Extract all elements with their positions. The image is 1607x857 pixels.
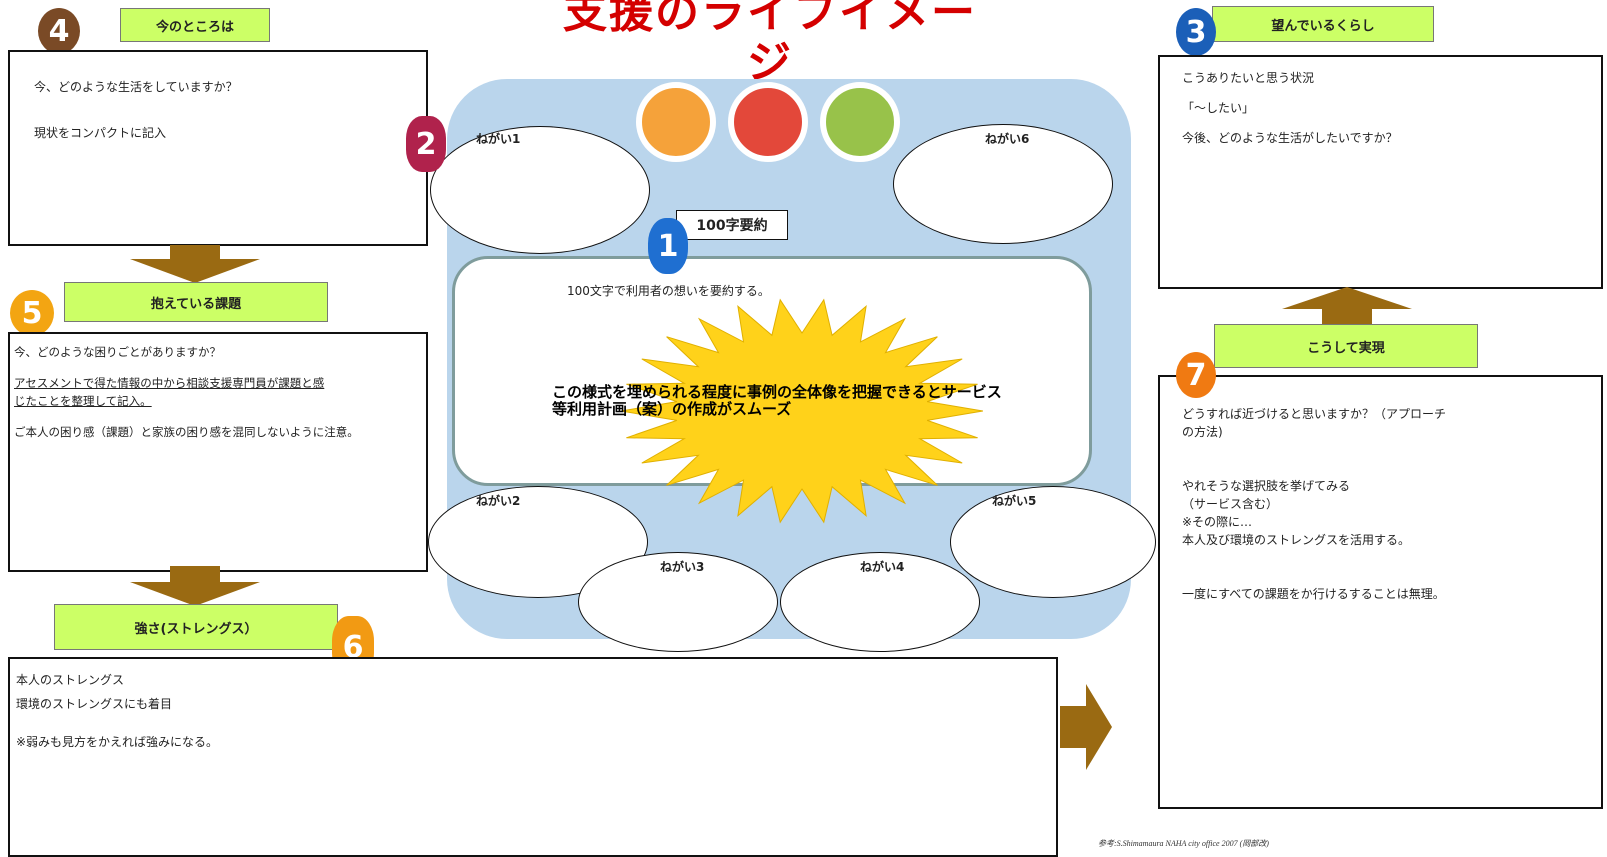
summary-text: 100文字で利用者の想いを要約する。 [567,284,770,298]
approach-line-5: ※その際に… [1182,515,1253,529]
starburst-shape [621,298,983,524]
approach-line-2: の方法) [1182,425,1223,439]
badge-2: 2 [406,116,446,172]
section-label-strengths: 強さ(ストレングス） [54,604,338,650]
issues-line-3: じたことを整理して記入。 [14,393,152,408]
strengths-box: 本人のストレングス 環境のストレングスにも着目 ※弱みも見方をかえれば強みになる… [8,657,1058,857]
wish-ellipse-6 [893,124,1113,244]
section-label-issues: 抱えている課題 [64,282,328,322]
desired-line-1: こうありたいと思う状況 [1182,71,1315,85]
issues-box: 今、どのような困りごとがありますか？ アセスメントで得た情報の中から相談支援専門… [8,332,428,572]
burst-text: この様式を埋められる程度に事例の全体像を把握できるとサービス等利用計画（案）の作… [552,383,1002,418]
badge-3: 3 [1176,8,1216,56]
approach-line-1: どうすれば近づけると思いますか？（アプローチ [1182,407,1447,421]
approach-line-7: 一度にすべての課題をか行けるすることは無理。 [1182,587,1445,601]
strengths-line-1: 本人のストレングス [16,673,125,687]
current-box: 今、どのような生活をしていますか？ 現状をコンパクトに記入 [8,50,428,246]
wish-label-4: ねがい4 [860,560,905,574]
page-title: 支援のライフイメージ [563,0,977,88]
arrow-right-icon [1060,684,1112,770]
strengths-line-2: 環境のストレングスにも着目 [16,697,173,711]
approach-line-6: 本人及び環境のストレングスを活用する。 [1182,533,1411,547]
wish-label-2: ねがい2 [476,494,521,508]
desired-line-2: 「〜したい」 [1182,101,1255,115]
wish-label-1: ねがい1 [476,132,521,146]
arrow-down-icon [130,566,260,606]
approach-line-3: やれそうな選択肢を挙げてみる [1182,479,1351,493]
badge-4: 4 [38,8,80,54]
man-face-icon [728,82,808,162]
footer-note: 参考:S.Shimamaura NAHA city office 2007 (岡… [1098,839,1269,848]
badge-5: 5 [10,290,54,336]
wish-ellipse-1 [430,126,650,254]
wish-ellipse-5 [950,486,1156,598]
woman-face-icon [820,82,900,162]
desired-box: こうありたいと思う状況 「〜したい」 今後、どのような生活がしたいですか？ [1158,55,1603,289]
arrow-down-icon [130,245,260,283]
arrow-up-icon [1282,287,1412,327]
issues-line-4: ご本人の困り感（課題）と家族の困り感を混同しないように注意。 [14,424,359,439]
section-label-approach: こうして実現 [1214,324,1478,368]
badge-1: 1 [648,218,688,274]
issues-line-1: 今、どのような困りごとがありますか？ [14,345,221,359]
wish-label-6: ねがい6 [985,132,1030,146]
approach-box: どうすれば近づけると思いますか？（アプローチ の方法) やれそうな選択肢を挙げて… [1158,375,1603,809]
wish-ellipse-4 [780,552,980,652]
section-label-current: 今のところは [120,8,270,42]
desired-line-3: 今後、どのような生活がしたいですか？ [1182,131,1398,145]
summary-label: 100字要約 [676,210,788,240]
wish-label-5: ねがい5 [992,494,1037,508]
approach-line-4: （サービス含む） [1182,497,1279,511]
badge-7: 7 [1176,352,1216,398]
wish-ellipse-3 [578,552,778,652]
section-label-desired: 望んでいるくらし [1212,6,1434,42]
strengths-line-3: ※弱みも見方をかえれば強みになる。 [16,735,219,749]
boy-face-icon [636,82,716,162]
current-line-1: 今、どのような生活をしていますか？ [34,80,238,94]
issues-line-2: アセスメントで得た情報の中から相談支援専門員が課題と感 [14,376,325,391]
current-line-2: 現状をコンパクトに記入 [34,126,167,140]
wish-label-3: ねがい3 [660,560,705,574]
